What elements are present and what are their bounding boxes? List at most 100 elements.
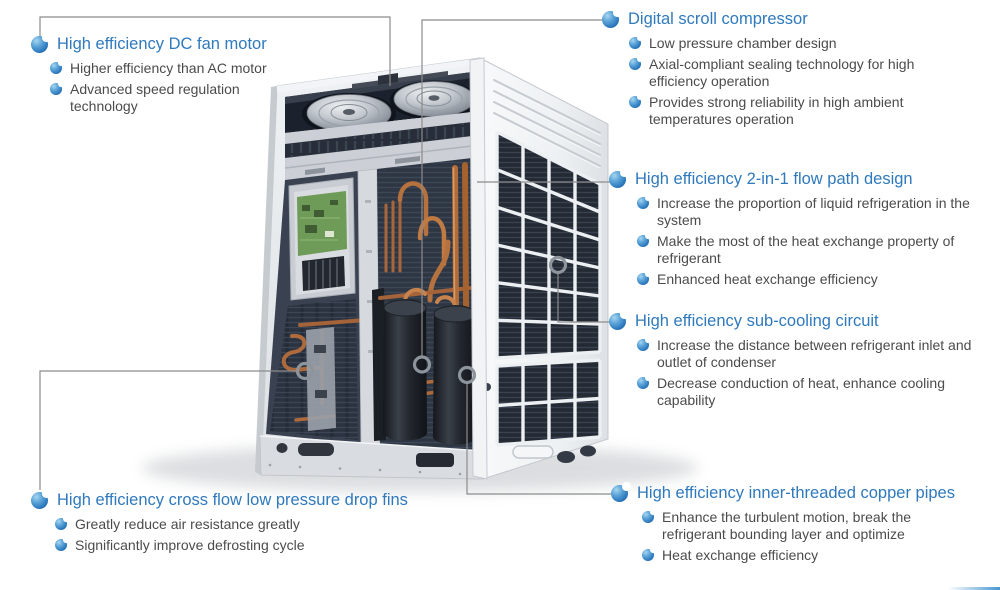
bullet-item: Increase the distance between refrigeran… bbox=[637, 337, 977, 371]
bullet-item: Heat exchange efficiency bbox=[642, 547, 955, 564]
bullet-item: Increase the proportion of liquid refrig… bbox=[637, 195, 975, 229]
bullet-dot-icon bbox=[642, 547, 656, 561]
callout-title: High efficiency DC fan motor bbox=[57, 35, 267, 53]
fan-motor-bracket bbox=[378, 73, 398, 85]
bullet-dot-icon bbox=[55, 537, 69, 551]
feature-dot-icon bbox=[609, 310, 629, 330]
unit-front-cutaway bbox=[255, 57, 488, 480]
callout-copper-pipes: High efficiency inner-threaded copper pi… bbox=[611, 482, 955, 564]
corner-accent-stripe bbox=[948, 587, 1000, 590]
bullet-text: Increase the proportion of liquid refrig… bbox=[657, 195, 970, 228]
callout-cross-flow-fins: High efficiency cross flow low pressure … bbox=[31, 489, 408, 554]
callout-sub-cooling-circuit: High efficiency sub-cooling circuit Incr… bbox=[609, 310, 977, 409]
pcb-board bbox=[297, 191, 347, 256]
bullet-text: Low pressure chamber design bbox=[649, 35, 837, 51]
callout-title: High efficiency cross flow low pressure … bbox=[57, 491, 408, 509]
callout-heading: High efficiency inner-threaded copper pi… bbox=[611, 482, 955, 504]
callout-bullets: Increase the distance between refrigeran… bbox=[609, 337, 977, 409]
callout-bullets: Higher efficiency than AC motor Advanced… bbox=[31, 60, 292, 115]
compressor-compartment bbox=[372, 158, 479, 452]
bullet-text: Higher efficiency than AC motor bbox=[70, 60, 267, 76]
bullet-text: Advanced speed regulation technology bbox=[70, 81, 240, 114]
callout-heading: High efficiency sub-cooling circuit bbox=[609, 310, 977, 332]
base-frame bbox=[259, 435, 484, 480]
callout-heading: High efficiency DC fan motor bbox=[31, 33, 292, 55]
bullet-text: Enhanced heat exchange efficiency bbox=[657, 271, 878, 287]
bullet-item: Higher efficiency than AC motor bbox=[50, 60, 292, 77]
bullet-dot-icon bbox=[637, 337, 651, 351]
top-edge-strip bbox=[277, 58, 480, 93]
callout-line-cross-flow-fins bbox=[39, 370, 297, 490]
callout-flow-path-design: High efficiency 2-in-1 flow path design … bbox=[609, 168, 975, 288]
compressor-right bbox=[433, 305, 479, 445]
callout-connectors bbox=[39, 16, 618, 495]
callout-bullets: Greatly reduce air resistance greatly Si… bbox=[31, 516, 408, 554]
bullet-dot-icon bbox=[637, 233, 651, 247]
bullet-dot-icon bbox=[629, 94, 643, 108]
bullet-dot-icon bbox=[55, 516, 69, 530]
feature-dot-icon bbox=[609, 168, 629, 188]
fan-motor-mount-bar bbox=[352, 71, 448, 89]
bullet-item: Axial-compliant sealing technology for h… bbox=[629, 56, 957, 90]
heat-exchanger-grille-lower bbox=[495, 358, 602, 447]
callout-bullets: Increase the proportion of liquid refrig… bbox=[609, 195, 975, 288]
accumulator bbox=[372, 288, 386, 441]
bullet-item: Decrease conduction of heat, enhance coo… bbox=[637, 375, 977, 409]
feature-dot-icon bbox=[31, 489, 51, 509]
bullet-item: Make the most of the heat exchange prope… bbox=[637, 233, 975, 267]
bullet-text: Axial-compliant sealing technology for h… bbox=[649, 56, 915, 89]
bullet-text: Increase the distance between refrigeran… bbox=[657, 337, 972, 370]
bullet-dot-icon bbox=[637, 195, 651, 209]
bullet-dot-icon bbox=[50, 60, 64, 74]
bullet-text: Heat exchange efficiency bbox=[662, 547, 819, 563]
bullet-item: Enhanced heat exchange efficiency bbox=[637, 271, 975, 288]
callout-dc-fan-motor: High efficiency DC fan motor Higher effi… bbox=[31, 33, 292, 115]
bullet-dot-icon bbox=[642, 509, 656, 523]
bullet-text: Make the most of the heat exchange prope… bbox=[657, 233, 955, 266]
callout-bullets: Low pressure chamber design Axial-compli… bbox=[602, 35, 957, 128]
top-vent-grooves bbox=[493, 79, 601, 169]
callout-title: Digital scroll compressor bbox=[628, 10, 808, 28]
callout-bullets: Enhance the turbulent motion, break the … bbox=[611, 509, 955, 564]
bullet-dot-icon bbox=[629, 56, 643, 70]
bullet-item: Low pressure chamber design bbox=[629, 35, 957, 52]
unit-right-face bbox=[479, 57, 609, 480]
bullet-item: Provides strong reliability in high ambi… bbox=[629, 94, 957, 128]
bullet-text: Provides strong reliability in high ambi… bbox=[649, 94, 904, 127]
callout-heading: Digital scroll compressor bbox=[602, 8, 957, 30]
bullet-item: Significantly improve defrosting cycle bbox=[55, 537, 408, 554]
bullet-dot-icon bbox=[637, 271, 651, 285]
bullet-dot-icon bbox=[50, 81, 64, 95]
feature-dot-icon bbox=[602, 8, 622, 28]
left-edge-strip bbox=[255, 86, 277, 475]
callout-heading: High efficiency 2-in-1 flow path design bbox=[609, 168, 975, 190]
bullet-text: Significantly improve defrosting cycle bbox=[75, 537, 305, 553]
compressor-left bbox=[383, 299, 428, 441]
bullet-item: Greatly reduce air resistance greatly bbox=[55, 516, 408, 533]
callout-digital-scroll-compressor: Digital scroll compressor Low pressure c… bbox=[602, 8, 957, 128]
callout-title: High efficiency sub-cooling circuit bbox=[635, 312, 879, 330]
ring-sub-cooling bbox=[548, 255, 568, 275]
callout-heading: High efficiency cross flow low pressure … bbox=[31, 489, 408, 511]
callout-line-digital-scroll-compressor bbox=[421, 19, 611, 357]
bullet-text: Greatly reduce air resistance greatly bbox=[75, 516, 300, 532]
terminal-block bbox=[302, 256, 345, 291]
fan-deck bbox=[284, 112, 473, 180]
bullet-dot-icon bbox=[637, 375, 651, 389]
right-base-cutouts bbox=[512, 445, 596, 463]
ring-digital-scroll-compressor bbox=[412, 355, 432, 374]
ring-copper-pipes bbox=[457, 365, 477, 385]
callout-rings bbox=[295, 255, 568, 385]
feature-dot-icon bbox=[611, 482, 631, 502]
ring-cross-flow-fins bbox=[295, 361, 315, 381]
callout-line-copper-pipes bbox=[466, 383, 618, 495]
bullet-dot-icon bbox=[629, 35, 643, 49]
callout-title: High efficiency 2-in-1 flow path design bbox=[635, 170, 913, 188]
bullet-item: Advanced speed regulation technology bbox=[50, 81, 292, 115]
callout-line-sub-cooling bbox=[557, 273, 616, 323]
pipe-bracket bbox=[306, 327, 336, 431]
bullet-text: Decrease conduction of heat, enhance coo… bbox=[657, 375, 945, 408]
callout-title: High efficiency inner-threaded copper pi… bbox=[637, 484, 955, 502]
